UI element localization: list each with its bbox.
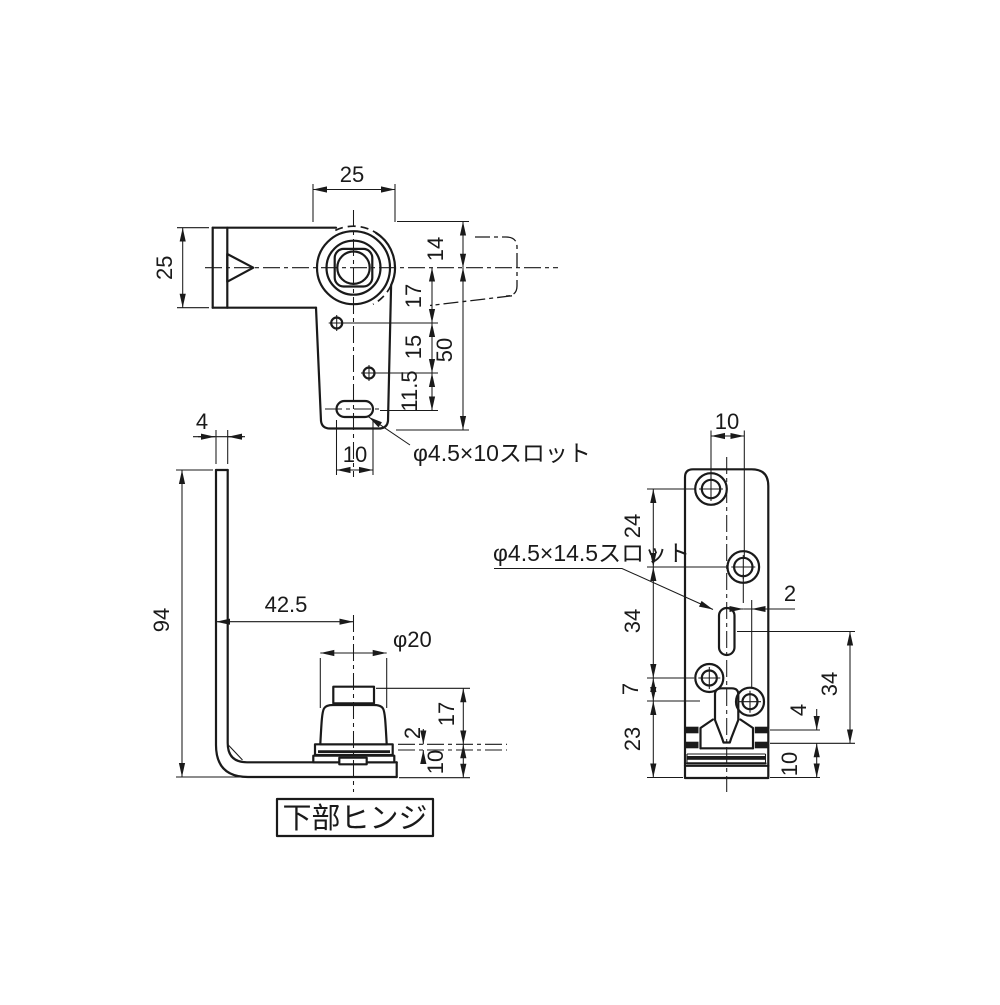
front-view-extension-lines bbox=[176, 430, 470, 779]
dim-width-25: 25 bbox=[340, 162, 364, 187]
slot-note-side: φ4.5×14.5スロット bbox=[493, 540, 690, 566]
dim-4: 4 bbox=[196, 409, 208, 434]
slot-leader bbox=[368, 416, 411, 446]
fillet-chamfer-mark bbox=[228, 745, 243, 761]
dim-34-left: 34 bbox=[620, 609, 645, 633]
dim-7: 7 bbox=[618, 683, 643, 695]
dim-24: 24 bbox=[620, 514, 645, 538]
dim-10-front: 10 bbox=[423, 750, 448, 774]
dim-10-top: 10 bbox=[715, 409, 739, 434]
body-outline bbox=[314, 284, 393, 430]
slot-4_5x14_5 bbox=[717, 606, 736, 657]
dim-phi20: φ20 bbox=[393, 627, 432, 652]
dim-4-side: 4 bbox=[786, 704, 811, 716]
dim-2-side: 2 bbox=[784, 581, 796, 606]
dim-94: 94 bbox=[149, 608, 174, 632]
dim-height-25: 25 bbox=[152, 255, 177, 279]
dim-11_5: 11.5 bbox=[397, 370, 422, 411]
side-view-dimension-lines bbox=[494, 432, 854, 778]
dim-slot-10: 10 bbox=[343, 442, 367, 467]
side-plate-outline bbox=[683, 468, 770, 780]
l-bracket-outline bbox=[214, 468, 398, 779]
dim-10-side: 10 bbox=[777, 752, 802, 776]
dim-42_5: 42.5 bbox=[265, 592, 308, 617]
dim-2: 2 bbox=[400, 727, 425, 739]
dim-15: 15 bbox=[401, 335, 426, 359]
caption-text: 下部ヒンジ bbox=[282, 802, 427, 835]
phantom-outline bbox=[429, 236, 518, 307]
dim-23: 23 bbox=[620, 727, 645, 751]
dim-17-front: 17 bbox=[434, 702, 459, 726]
caption-box: 下部ヒンジ bbox=[275, 797, 435, 838]
side-view-extension-lines bbox=[647, 430, 855, 779]
top-view-dimension-lines bbox=[179, 186, 467, 474]
dim-50: 50 bbox=[432, 338, 457, 362]
front-view-dimension-lines bbox=[178, 433, 467, 778]
side-view: 10 24 34 7 23 2 34 4 10 φ4.5×14.5スロット bbox=[493, 409, 855, 792]
dim-17: 17 bbox=[401, 284, 426, 308]
front-view: 4 94 42.5 φ20 2 17 10 bbox=[149, 409, 507, 792]
dim-14: 14 bbox=[423, 237, 448, 261]
slot-leader-side bbox=[494, 567, 714, 610]
dim-34-right: 34 bbox=[817, 672, 842, 696]
top-view: 25 25 14 50 17 15 11.5 10 φ4.5×10スロット bbox=[152, 162, 591, 477]
slot-note-top: φ4.5×10スロット bbox=[413, 440, 591, 466]
